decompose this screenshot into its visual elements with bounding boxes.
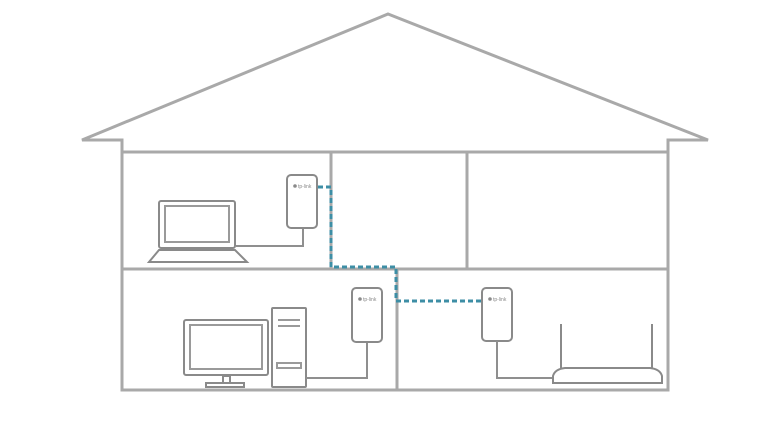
powerline-adapter-icon: tp-link	[286, 174, 318, 229]
laptop-icon	[146, 200, 250, 263]
house-body	[120, 150, 670, 392]
desktop-cable	[306, 342, 368, 379]
adapter-logo: tp-link	[493, 297, 507, 303]
roof	[81, 12, 709, 154]
laptop-cable	[236, 228, 304, 247]
adapter-logo: tp-link	[298, 184, 312, 190]
wifi-router-icon	[552, 324, 663, 384]
powerline-adapter-icon: tp-link	[351, 287, 383, 343]
router-cable	[496, 341, 553, 379]
adapter-logo: tp-link	[363, 297, 377, 303]
desktop-tower-icon	[271, 307, 307, 388]
powerline-adapter-icon: tp-link	[481, 287, 513, 342]
desktop-monitor-icon	[183, 319, 269, 388]
powerline-link	[318, 185, 482, 303]
